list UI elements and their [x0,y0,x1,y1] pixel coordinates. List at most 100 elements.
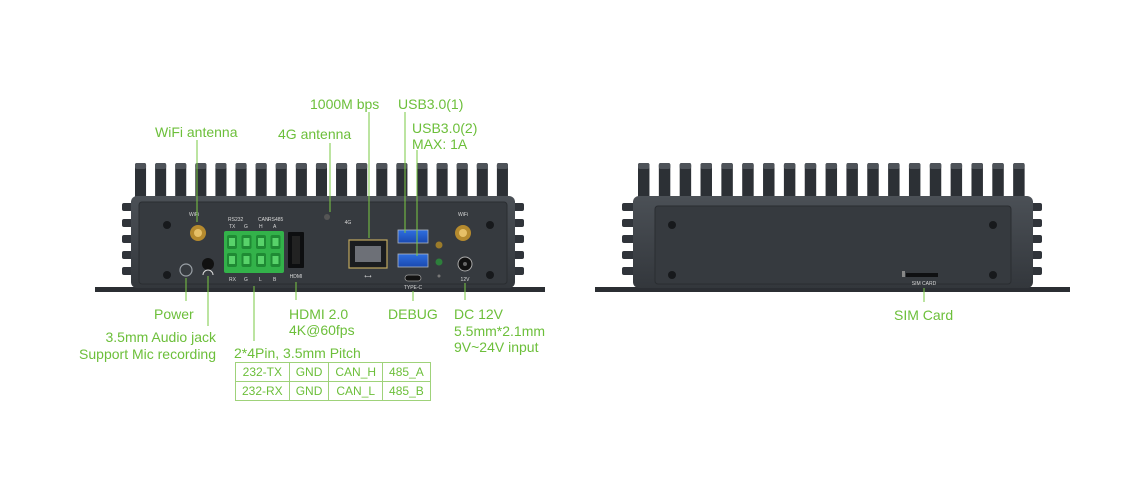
screw [486,221,494,229]
usb3-port-1 [397,229,429,244]
terminal-pin [272,256,279,264]
ethernet-label: 1000M bps [310,96,380,112]
heatsink-fin [908,163,921,169]
power-icon[interactable] [179,263,193,277]
heatsink-fin [135,163,147,169]
heatsink-fin [416,163,428,203]
h-text: H [259,224,263,230]
dc-label-line3: 9V~24V input [454,339,539,355]
usb3-port-2 [397,253,429,268]
heatsink-fin [175,163,187,169]
dc12v-text: 12V [461,277,471,283]
heatsink-fin [376,163,388,169]
heatsink-fin [700,163,712,169]
pin-cell: GND [288,362,330,382]
pin-table: 232-TX GND CAN_H 485_A 232-RX GND CAN_L … [235,362,431,401]
mounting-bracket [95,287,545,292]
sim-icon [902,271,905,277]
typec-port [404,274,422,282]
heatsink-fin [658,163,671,203]
table-row: 232-RX GND CAN_L 485_B [235,381,431,401]
heatsink-fin [436,163,448,169]
reset-hole [437,274,441,278]
wifi-right-text: WiFi [458,212,468,218]
heatsink-fin [971,163,983,169]
heatsink-fin [336,163,348,203]
heatsink-fin [476,163,488,169]
heatsink-fin [867,163,879,169]
heatsink-fin [846,163,858,169]
heatsink-fin [638,163,650,169]
wifi-left-text: WiFi [189,212,199,218]
terminal-pin [243,238,250,246]
heatsink-fin [721,163,733,169]
headphone-icon [202,269,214,276]
pin-cell: CAN_L [328,381,384,401]
heatsink-fin [658,163,671,169]
heatsink-fin [275,163,287,169]
dc-label-line2: 5.5mm*2.1mm [454,323,546,339]
screw [989,221,997,229]
heatsink-fin [763,163,775,203]
l-text: L [259,277,262,283]
heatsink-fin [1013,163,1025,169]
heatsink-fin [315,163,328,169]
antenna-4g-label: 4G antenna [278,126,352,142]
terminal-pin [258,238,264,246]
heatsink-fin [255,163,267,169]
heatsink-fin [195,163,207,169]
status-led [435,258,443,266]
heatsink-fin [929,163,942,203]
heatsink-fin [804,163,817,169]
terminal-pin [272,238,279,246]
status-led [435,241,443,249]
heatsink-fin [742,163,754,169]
audio-label-line2: Support Mic recording [79,346,216,362]
heatsink-fin [175,163,187,203]
heatsink-fin [235,163,247,169]
heatsink-fin [679,163,692,203]
heatsink-fin [275,163,287,203]
pin-cell: 485_B [382,381,431,401]
hdmi-label-line2: 4K@60fps [289,322,355,338]
heatsink-fin [679,163,692,169]
dc-label-line1: DC 12V [454,306,504,322]
heatsink-fin [825,163,838,203]
lte-led [324,214,330,220]
screw [668,221,676,229]
usb2-label: USB3.0(2) [412,120,478,136]
heatsink-fin [992,163,1004,203]
heatsink-fin [295,163,307,203]
heatsink-top-fins [638,163,1025,203]
heatsink-fin [315,163,328,203]
usb1-label: USB3.0(1) [398,96,464,112]
terminal-block [224,231,284,273]
rear-faceplate [654,205,1012,285]
heatsink-fin [1013,163,1025,203]
heatsink-fin [436,163,448,203]
mounting-bracket [595,287,1070,292]
sim-card-slot [906,273,938,277]
front-unit: WiFi RS232 CAN RS485 TX G H A RX G L B H… [95,163,545,292]
leader-lines [185,112,925,341]
heatsink-fin [215,163,227,203]
heatsink-top-fins [135,163,508,203]
heatsink-fin [971,163,983,203]
heatsink-fin [476,163,488,203]
can-text: CAN [258,217,269,223]
heatsink-fin [783,163,796,169]
terminal-label: 2*4Pin, 3.5mm Pitch [234,345,361,361]
heatsink-fin [456,163,468,169]
rs485-text: RS485 [268,217,284,223]
screw [486,271,494,279]
pin-cell: GND [288,381,330,401]
heatsink-fin [155,163,167,203]
typec-text: TYPE-C [404,285,423,291]
rx-text: RX [229,277,237,283]
heatsink-fin [336,163,348,169]
screw [668,271,676,279]
screw [163,221,171,229]
a-text: A [273,224,277,230]
